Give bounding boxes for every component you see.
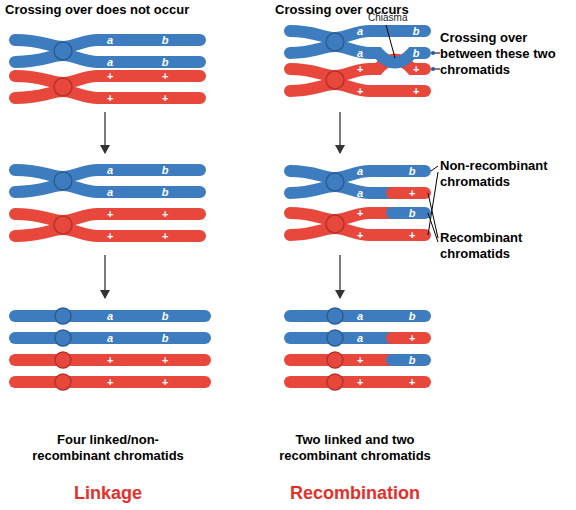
allele-label: + (352, 229, 368, 241)
allele-label: b (157, 186, 173, 198)
allele-label: a (102, 186, 118, 198)
result-caption: Four linked/non-recombinant chromatids (23, 432, 193, 464)
result-caption: Two linked and two recombinant chromatid… (260, 432, 450, 464)
allele-label: b (404, 310, 420, 322)
allele-label: + (408, 85, 424, 97)
allele-label: a (352, 187, 368, 199)
leader-dot (431, 67, 435, 71)
centromere (326, 33, 344, 51)
centromere (54, 216, 72, 234)
allele-label: a (102, 332, 118, 344)
recombinant-segment (392, 187, 425, 199)
recombinant-segment (392, 332, 425, 344)
allele-label: a (102, 310, 118, 322)
allele-label: + (102, 376, 118, 388)
recombinant-segment (392, 354, 425, 366)
centromere (327, 308, 343, 324)
allele-label: + (102, 230, 118, 242)
annotation: Crossing over between these two chromati… (440, 30, 570, 78)
allele-label: a (352, 310, 368, 322)
flow-arrow (104, 255, 105, 298)
column-heading: Crossing over occurs (275, 2, 435, 18)
allele-label: b (404, 207, 420, 219)
allele-label: + (404, 229, 420, 241)
allele-label: + (157, 354, 173, 366)
chromatid (15, 310, 205, 322)
allele-label: a (352, 165, 368, 177)
allele-label: + (102, 354, 118, 366)
allele-label: + (352, 85, 368, 97)
chromatid (15, 354, 205, 366)
chromatid (15, 332, 205, 344)
chromatid (290, 310, 425, 322)
allele-label: a (102, 56, 118, 68)
allele-label: b (404, 354, 420, 366)
allele-label: a (102, 34, 118, 46)
allele-label: b (408, 25, 424, 37)
allele-label: a (102, 164, 118, 176)
centromere (327, 330, 343, 346)
recombinant-segment (392, 207, 425, 219)
centromere (55, 374, 71, 390)
outcome-title: Recombination (255, 482, 455, 504)
allele-label: a (352, 25, 368, 37)
leader-dot (431, 51, 435, 55)
allele-label: + (352, 207, 368, 219)
allele-label: + (157, 70, 173, 82)
allele-label: + (157, 376, 173, 388)
allele-label: + (404, 376, 420, 388)
outcome-title: Linkage (8, 482, 208, 504)
centromere (326, 215, 344, 233)
allele-label: b (157, 164, 173, 176)
annotation: Non-recombinant chromatids (440, 158, 570, 190)
centromere (55, 330, 71, 346)
centromere (55, 352, 71, 368)
allele-label: + (352, 63, 368, 75)
allele-label: a (352, 332, 368, 344)
allele-label: + (352, 376, 368, 388)
allele-label: b (157, 332, 173, 344)
allele-label: + (102, 92, 118, 104)
allele-label: + (404, 187, 420, 199)
leader-line (386, 25, 395, 58)
allele-label: + (157, 208, 173, 220)
allele-label: + (157, 230, 173, 242)
allele-label: + (157, 92, 173, 104)
centromere (54, 78, 72, 96)
allele-label: a (352, 47, 368, 59)
flow-arrow (339, 112, 340, 153)
allele-label: + (404, 332, 420, 344)
leader-line (428, 213, 438, 242)
flow-arrow (104, 112, 105, 153)
centromere (327, 374, 343, 390)
centromere (326, 71, 344, 89)
chromatid (15, 376, 205, 388)
allele-label: + (408, 63, 424, 75)
chiasma-label: Chiasma (368, 12, 428, 24)
column-heading: Crossing over does not occur (5, 2, 245, 18)
leader-line (428, 193, 438, 238)
allele-label: b (404, 165, 420, 177)
allele-label: + (352, 354, 368, 366)
chromatid (290, 376, 425, 388)
centromere (54, 172, 72, 190)
allele-label: b (157, 56, 173, 68)
chromatid (290, 46, 425, 63)
centromere (55, 308, 71, 324)
centromere (326, 173, 344, 191)
leader-line (428, 172, 438, 235)
allele-label: + (102, 70, 118, 82)
allele-label: b (157, 310, 173, 322)
centromere (54, 42, 72, 60)
flow-arrow (339, 255, 340, 298)
centromere (327, 352, 343, 368)
annotation: Recombinant chromatids (440, 230, 570, 262)
allele-label: + (102, 208, 118, 220)
leader-line (431, 166, 438, 171)
allele-label: b (408, 47, 424, 59)
allele-label: b (157, 34, 173, 46)
